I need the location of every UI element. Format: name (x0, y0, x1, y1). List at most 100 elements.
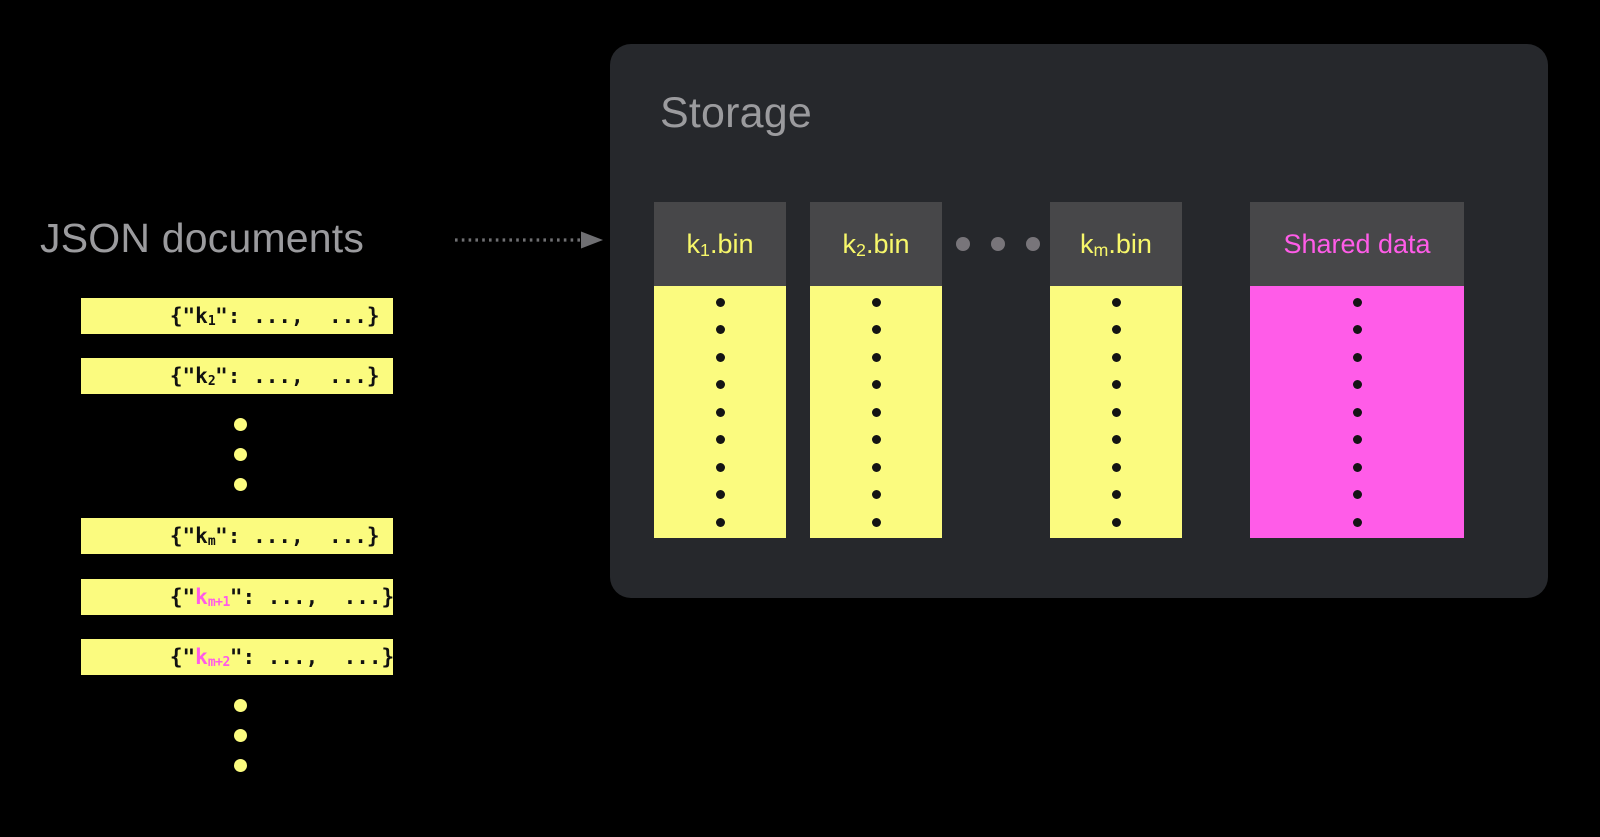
ellipsis-dot (233, 729, 247, 742)
record-dot (871, 462, 881, 472)
record-dot (871, 325, 881, 334)
storage-bin-body-shared-data (1250, 286, 1464, 538)
json-documents-ellipsis-lower (231, 699, 249, 772)
ellipsis-dot (991, 237, 1005, 251)
storage-panel: Storage k1.bin k2.bin km.bin (610, 44, 1548, 598)
record-dot (1352, 435, 1362, 444)
record-dot (871, 517, 881, 527)
json-document-code-km1: {"km+1": ..., ...} (94, 566, 394, 629)
record-dot (1111, 490, 1121, 499)
ellipsis-dot (956, 237, 970, 251)
record-dot (1352, 380, 1362, 389)
storage-bin-header-km: km.bin (1050, 202, 1182, 286)
record-dot (715, 297, 725, 307)
storage-panel-title: Storage (660, 89, 813, 137)
ellipsis-dot (1026, 237, 1040, 251)
record-dot (1111, 352, 1121, 362)
ellipsis-dot (233, 759, 247, 772)
json-documents-title: JSON documents (40, 215, 365, 261)
record-dot (1111, 325, 1121, 334)
record-dot (871, 435, 881, 444)
doc-key-km1: km+1 (195, 584, 231, 611)
record-dot (715, 380, 725, 389)
json-document-code-km2: {"km+2": ..., ...} (94, 626, 394, 689)
storage-bin-label-subscript-k1: 1 (700, 240, 710, 261)
json-document-code-k2: {"k2": ..., ...} (94, 345, 380, 408)
record-dot (1111, 380, 1121, 389)
doc-key-subscript-km2: m+2 (207, 655, 231, 671)
doc-key-k1: k1 (195, 303, 216, 330)
record-dot (871, 490, 881, 499)
record-dot (1111, 462, 1121, 472)
storage-bin-label-km: km.bin (1080, 228, 1152, 261)
ellipsis-dot (233, 699, 247, 712)
ellipsis-dot (233, 478, 247, 491)
storage-bin-km[interactable]: km.bin (1050, 202, 1182, 538)
json-document-box-km1: {"km+1": ..., ...} (81, 579, 394, 615)
doc-key-k2: k2 (195, 363, 216, 390)
record-dot (715, 462, 725, 472)
storage-bin-header-k2: k2.bin (810, 202, 942, 286)
doc-suffix-km: ": ..., ...} (215, 523, 380, 548)
record-dot (715, 407, 725, 417)
storage-bin-label-subscript-km: m (1093, 240, 1109, 261)
ellipsis-dot (233, 448, 247, 461)
record-dot (871, 407, 881, 417)
storage-bin-k2[interactable]: k2.bin (810, 202, 942, 538)
record-dot (1111, 517, 1121, 527)
record-dot (871, 352, 881, 362)
storage-bin-k1[interactable]: k1.bin (654, 202, 786, 538)
ellipsis-dot (233, 418, 247, 431)
doc-suffix-k2: ": ..., ...} (215, 363, 380, 388)
doc-key-km: km (195, 523, 216, 550)
json-document-box-km: {"km": ..., ...} (81, 518, 393, 554)
storage-bins-ellipsis (956, 237, 1040, 251)
record-dot (1352, 462, 1362, 472)
json-documents-section: JSON documents {"k1": ..., ...} {"k2": .… (0, 0, 560, 837)
storage-bin-header-k1: k1.bin (654, 202, 786, 286)
storage-bin-header-shared-data: Shared data (1250, 202, 1464, 286)
json-document-box-km2: {"km+2": ..., ...} (81, 639, 394, 675)
record-dot (1111, 407, 1121, 417)
doc-prefix-k1: {" (169, 303, 196, 328)
record-dot (1352, 407, 1362, 417)
doc-suffix-km2: ": ..., ...} (229, 644, 395, 669)
record-dot (1352, 325, 1362, 334)
json-document-box-k2: {"k2": ..., ...} (81, 358, 393, 394)
storage-bin-label-k2: k2.bin (842, 228, 910, 261)
doc-prefix-k2: {" (169, 363, 196, 388)
record-dot (871, 297, 881, 307)
record-dot (715, 325, 725, 334)
record-dot (1352, 517, 1362, 527)
record-dot (1352, 490, 1362, 499)
record-dot (871, 380, 881, 389)
json-documents-ellipsis-upper (231, 418, 249, 491)
record-dot (715, 517, 725, 527)
record-dot (1111, 297, 1121, 307)
doc-key-km2: km+2 (195, 644, 231, 671)
storage-bin-body-k2 (810, 286, 942, 538)
doc-key-subscript-k1: 1 (207, 314, 216, 330)
doc-prefix-km1: {" (169, 584, 196, 609)
doc-key-subscript-km: m (207, 534, 216, 550)
storage-bin-label-k1: k1.bin (686, 228, 754, 261)
storage-bin-body-k1 (654, 286, 786, 538)
doc-prefix-km: {" (169, 523, 196, 548)
json-document-code-km: {"km": ..., ...} (94, 505, 380, 568)
doc-prefix-km2: {" (169, 644, 196, 669)
record-dot (1352, 352, 1362, 362)
flow-arrow-icon (455, 231, 603, 249)
storage-bin-body-km (1050, 286, 1182, 538)
record-dot (715, 490, 725, 499)
storage-bin-label-subscript-k2: 2 (856, 240, 866, 261)
storage-bin-label-shared-data: Shared data (1283, 228, 1431, 259)
record-dot (715, 435, 725, 444)
json-document-box-k1: {"k1": ..., ...} (81, 298, 393, 334)
doc-key-subscript-k2: 2 (207, 374, 216, 390)
doc-suffix-k1: ": ..., ...} (215, 303, 380, 328)
record-dot (715, 352, 725, 362)
doc-key-subscript-km1: m+1 (207, 595, 231, 611)
record-dot (1352, 297, 1362, 307)
record-dot (1111, 435, 1121, 444)
storage-bin-shared-data[interactable]: Shared data (1250, 202, 1464, 538)
